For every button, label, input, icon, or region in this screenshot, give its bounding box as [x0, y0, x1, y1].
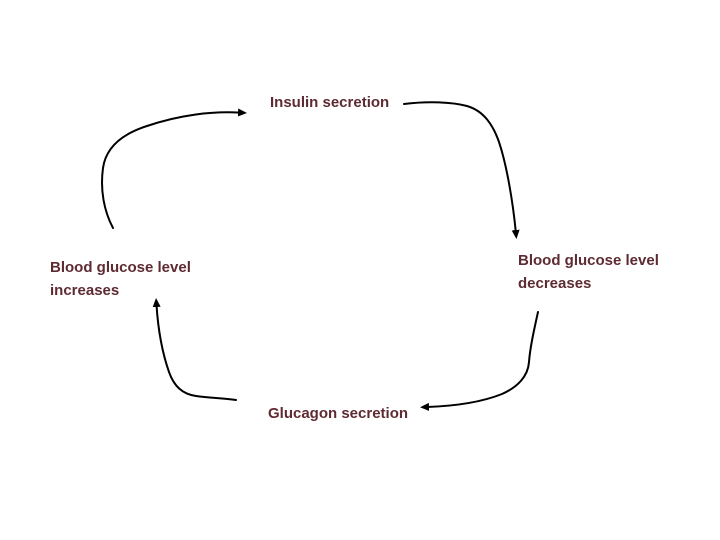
label-glucagon-secretion: Glucagon secretion — [268, 405, 409, 422]
arrow-increases-to-insulin-icon — [101, 108, 247, 229]
label-blood-glucose-increases: Blood glucose level increases — [50, 256, 191, 302]
label-insulin-secretion: Insulin secretion — [270, 94, 390, 111]
arrow-glucagon-to-increases-icon — [152, 298, 237, 401]
arrow-decreases-to-glucagon-icon — [420, 311, 539, 411]
label-blood-glucose-decreases-line1: Blood glucose level — [518, 252, 659, 269]
label-blood-glucose-increases-line1: Blood glucose level — [50, 259, 191, 276]
arrow-insulin-to-decreases-icon — [403, 101, 520, 239]
label-blood-glucose-increases-line2: increases — [50, 282, 120, 299]
label-blood-glucose-decreases: Blood glucose level decreases — [518, 249, 659, 295]
label-blood-glucose-decreases-line2: decreases — [518, 275, 592, 292]
